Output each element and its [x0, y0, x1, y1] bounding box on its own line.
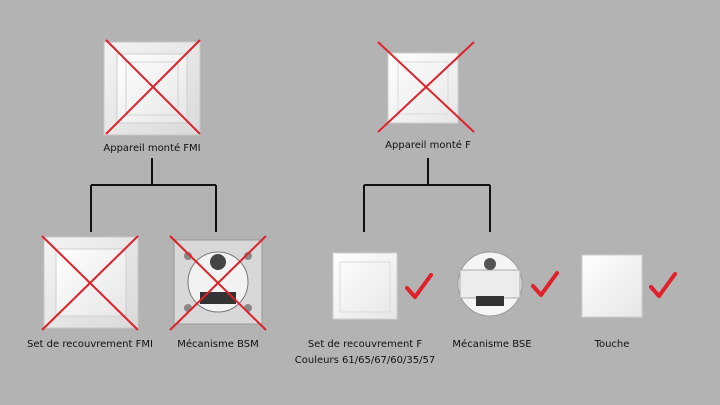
f-cover-set-image — [332, 252, 398, 320]
f-device-label: Appareil monté F — [385, 140, 471, 151]
red-check-icon — [405, 273, 433, 299]
red-cross-icon — [105, 39, 201, 135]
bsm-mechanism-label: Mécanisme BSM — [177, 339, 259, 350]
touche-label: Touche — [594, 339, 630, 350]
red-cross-icon — [377, 41, 475, 133]
bse-mechanism-label: Mécanisme BSE — [452, 339, 532, 350]
red-check-icon — [649, 272, 677, 298]
fmi-cover-set-label: Set de recouvrement FMI — [27, 339, 153, 350]
f-cover-colors-label: Couleurs 61/65/67/60/35/57 — [294, 355, 436, 366]
fmi-device-label: Appareil monté FMI — [103, 143, 201, 154]
bse-mechanism-image — [457, 251, 523, 317]
red-check-icon — [531, 271, 559, 297]
red-cross-icon — [41, 235, 139, 331]
right-tree-connectors — [363, 158, 491, 232]
touche-image — [581, 254, 643, 318]
red-cross-icon — [169, 235, 267, 331]
left-tree-connectors — [90, 158, 217, 232]
f-cover-set-label: Set de recouvrement F — [307, 339, 423, 350]
